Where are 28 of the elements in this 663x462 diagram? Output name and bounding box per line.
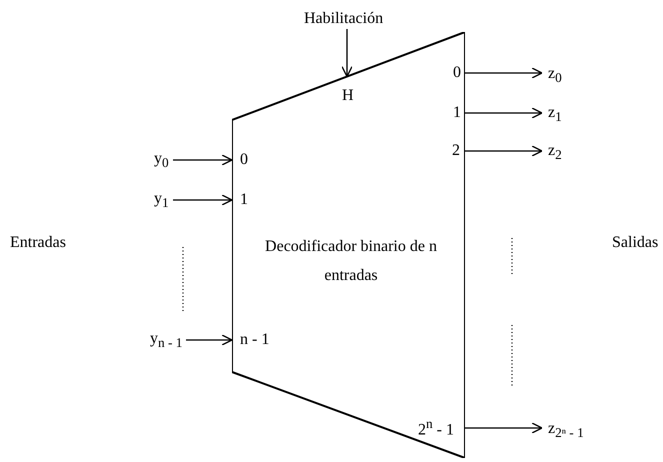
pin-label: n - 1 [240,331,270,349]
output-signal-label: z$_{0}$ [548,65,562,88]
pin-label: 0 [453,64,461,82]
arrow [465,107,543,119]
group-label: Salidas [612,234,658,252]
pin-label: 1 [453,104,461,122]
group-label: Entradas [10,234,66,252]
decoder-block [232,32,465,458]
pin-label: 1 [240,191,248,209]
arrow [465,145,543,157]
output-signal-label: z$_{2ⁿ - 1}$ [548,420,584,442]
enable-label: Habilitación [304,10,384,28]
arrow [465,67,543,79]
arrow [186,334,233,346]
pin-label: H [342,87,354,105]
pin-label: 0 [240,151,248,169]
arrow [341,29,353,78]
input-signal-label: y$_{1}$ [154,190,169,212]
input-signal-label: y$_{0}$ [154,150,169,172]
block-title: Decodificador binario de n entradas [264,237,438,286]
output-signal-label: z$_{1}$ [548,104,562,126]
pin-label: 2$^{n}$ - 1 [418,415,454,440]
arrow [465,422,543,434]
pin-label: 2 [452,142,460,160]
arrow [173,154,233,166]
input-signal-label: y$_{n - 1}$ [150,330,182,352]
arrow [173,194,233,206]
output-signal-label: z$_{2}$ [548,142,562,164]
